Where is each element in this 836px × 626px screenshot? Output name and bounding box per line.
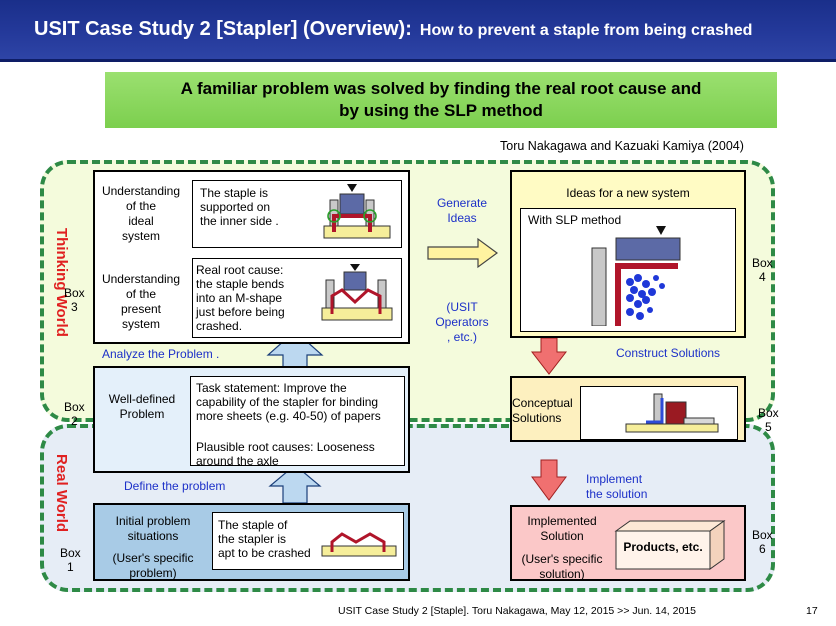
define-problem-caption: Define the problem (124, 479, 226, 493)
construct-solutions-caption: Construct Solutions (616, 346, 721, 360)
arrow-box5-to-box6 (531, 459, 567, 501)
crashed-staple-illustration (321, 532, 397, 557)
banner-line-1: A familiar problem was solved by finding… (180, 79, 702, 98)
products-label: Products, etc. (623, 540, 703, 554)
present-stapler-illustration (321, 264, 393, 321)
conceptual-stapler-illustration (625, 393, 719, 433)
initial-situation-panel (212, 512, 404, 570)
title-sub: How to prevent a staple from being crash… (419, 22, 753, 39)
banner-line-2: by using the SLP method (339, 101, 543, 120)
arrow-box1-to-box2 (268, 464, 322, 504)
ideal-stapler-illustration (323, 184, 391, 239)
page-title: USIT Case Study 2 [Stapler] (Overview): H… (34, 18, 752, 41)
present-system-panel (192, 258, 402, 338)
slp-method-label: With SLP method (528, 213, 622, 227)
task-statement-panel (190, 376, 405, 466)
header-bar (0, 0, 836, 62)
ideas-new-system-title: Ideas for a new system (566, 186, 690, 200)
summary-banner: A familiar problem was solved by finding… (105, 72, 777, 128)
slp-stapler-illustration (591, 226, 681, 326)
page-number: 17 (806, 605, 818, 617)
title-main: USIT Case Study 2 [Stapler] (Overview): (34, 18, 412, 40)
footer-text: USIT Case Study 2 [Staple]. Toru Nakagaw… (338, 605, 696, 617)
arrow-box3-to-box4 (427, 237, 499, 269)
analyze-problem-caption: Analyze the Problem . (102, 347, 220, 361)
product-box-illustration (614, 520, 726, 570)
citation: Toru Nakagawa and Kazuaki Kamiya (2004) (500, 139, 744, 153)
arrow-box4-to-box5 (530, 337, 568, 375)
